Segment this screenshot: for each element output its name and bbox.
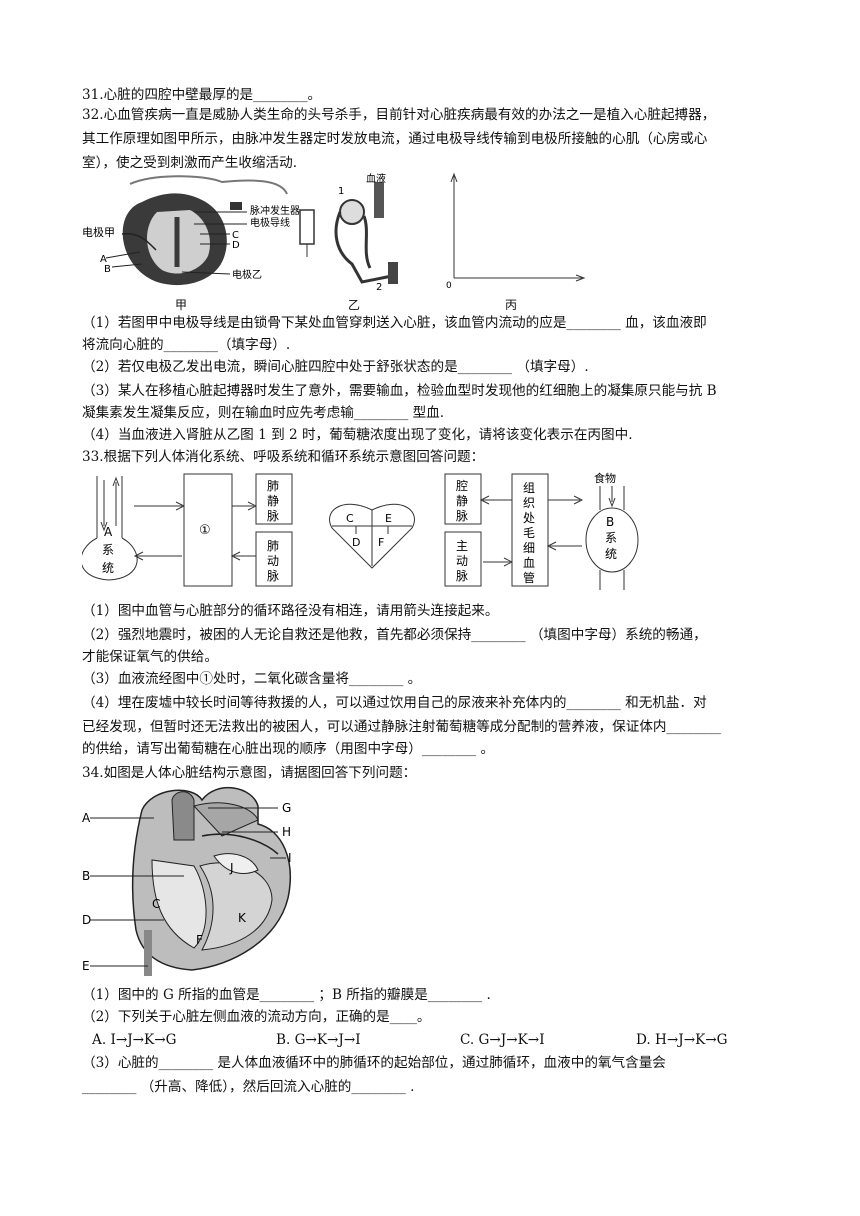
heart-label-G: G [282, 801, 291, 815]
figure-q34-heart: A B C D E F G H I J K [82, 786, 292, 976]
label-origin: 0 [446, 281, 452, 291]
q33-sub4-a: （4）埋在废墟中较长时间等待救援的人，可以通过饮用自己的尿液来补充体内的____… [82, 695, 707, 711]
figure-jia-heart-pacemaker: 电极甲 脉冲发生器 电极导线 C D A B 电极乙 [82, 175, 300, 286]
A-sys-char-3: 统 [102, 561, 114, 575]
food-label: 食物 [594, 471, 616, 485]
label-C: C [232, 230, 239, 241]
label-D: D [232, 240, 240, 251]
q34-sub3-b: ________ （升高、降低），然后回流入心脏的________ . [82, 1079, 415, 1095]
q34-sub3-a: （3）心脏的________ 是人体血液循环中的肺循环的起始部位，通过肺循环，血… [82, 1055, 666, 1071]
q32-sub2: （2）若仅电极乙发出电流，瞬间心脏四腔中处于舒张状态的是________ （填字… [82, 359, 589, 375]
q31-text: 31.心脏的四腔中壁最厚的是________。 [82, 87, 322, 103]
label-2: 2 [376, 282, 382, 293]
tissue-char-7: 管 [523, 570, 535, 585]
aorta-char-1: 主 [456, 539, 468, 553]
label-B: B [104, 264, 111, 275]
label-1: 1 [338, 186, 344, 197]
q32-sub1-b: 将流向心脏的________（填字母）. [82, 337, 291, 353]
q33-sub1: （1）图中血管与心脏部分的循环路径没有相连，请用箭头连接起来。 [82, 603, 499, 619]
heart-label-K: K [238, 911, 247, 925]
pulm-vein-char-3: 脉 [267, 508, 279, 523]
tissue-char-3: 处 [523, 511, 535, 525]
heart-label-D: D [82, 913, 91, 927]
q32-line-2: 其工作原理如图甲所示，由脉冲发生器定时发放电流，通过电极导线传输到电极所接触的心… [82, 131, 708, 147]
q33-sub3: （3）血液流经图中①处时，二氧化碳含量将________ 。 [82, 671, 422, 687]
heart-label-J: J [229, 861, 234, 875]
q34-option-a[interactable]: A. I→J→K→G [92, 1032, 177, 1048]
label-pulse-generator: 脉冲发生器 [250, 204, 300, 217]
pulm-artery-char-1: 肺 [267, 539, 279, 553]
vena-char-1: 腔 [456, 478, 468, 493]
q34-option-c[interactable]: C. G→J→K→I [460, 1032, 545, 1048]
label-electrode-yi: 电极乙 [232, 268, 262, 281]
caption-bing: 丙 [505, 298, 518, 312]
q32-line-3: 室），使之受到刺激而产生收缩活动. [82, 155, 298, 171]
heart-E: E [385, 512, 392, 525]
q34-sub2: （2）下列关于心脏左侧血液的流动方向，正确的是____。 [82, 1009, 431, 1025]
vena-char-2: 静 [456, 494, 468, 508]
label-A: A [100, 254, 107, 265]
heart-label-I: I [288, 851, 292, 865]
label-blood: 血液 [366, 172, 386, 185]
pulm-vein-char-1: 肺 [267, 479, 279, 493]
vena-char-3: 脉 [456, 508, 468, 523]
A-sys-char-1: A [104, 525, 113, 539]
q32-sub4: （4）当血液进入肾脏从乙图 1 到 2 时，葡萄糖浓度出现了变化，请将该变化表示… [82, 427, 633, 443]
aorta-char-2: 动 [456, 554, 468, 568]
tissue-char-6: 血 [523, 556, 535, 570]
label-electrode-jia: 电极甲 [82, 225, 115, 239]
pulm-vein-char-2: 静 [267, 494, 279, 508]
heart-label-B: B [82, 869, 90, 883]
A-sys-char-2: 系 [102, 543, 114, 557]
aorta-char-3: 脉 [456, 568, 468, 583]
caption-jia: 甲 [175, 298, 188, 312]
q32-sub1-a: （1）若图甲中电极导线是由锁骨下某处血管穿刺送入心脏，该血管内流动的应是____… [82, 315, 707, 331]
q34-sub1: （1）图中的 G 所指的血管是________ ；B 所指的瓣膜是_______… [82, 987, 491, 1003]
B-sys-char-2: 系 [605, 531, 617, 545]
pulm-artery-char-2: 动 [267, 554, 279, 568]
q33-sub2-b: 才能保证氧气的供给。 [82, 649, 218, 665]
q34-title: 34.如图是人体心脏结构示意图，请据图回答下列问题： [82, 765, 417, 781]
caption-yi: 乙 [348, 298, 361, 312]
figure-bing-axes: 0 [446, 172, 586, 291]
label-electrode-wire: 电极导线 [250, 216, 290, 229]
B-sys-char-3: 统 [605, 547, 617, 561]
q33-sub4-b: 已经发现，但暂时还无法救出的被困人，可以通过静脉注射葡萄糖等成分配制的营养液，保… [82, 719, 721, 735]
tissue-char-4: 毛 [523, 526, 535, 540]
q32-line-1: 32.心血管疾病一直是威胁人类生命的头号杀手，目前针对心脏疾病最有效的办法之一是… [82, 107, 716, 123]
q34-option-b[interactable]: B. G→K→J→I [276, 1032, 361, 1048]
heart-label-A: A [82, 811, 91, 825]
pulm-artery-char-3: 脉 [267, 568, 279, 583]
q34-option-d[interactable]: D. H→J→K→G [636, 1032, 728, 1048]
figure-q33-systems: A 系 统 ① 肺 静 脉 肺 动 脉 C E D F [82, 471, 639, 590]
heart-label-C: C [152, 897, 160, 911]
q33-sub2-a: （2）强烈地震时，被困的人无论自救还是他救，首先都必须保持________ （填… [82, 627, 707, 643]
tissue-char-2: 织 [523, 496, 535, 510]
q33-title: 33.根据下列人体消化系统、呼吸系统和循环系统示意图回答问题： [82, 449, 485, 465]
B-sys-char-1: B [606, 515, 614, 529]
heart-label-F: F [196, 933, 203, 947]
heart-C: C [346, 512, 354, 525]
heart-F: F [378, 536, 384, 549]
heart-label-H: H [282, 825, 291, 839]
tissue-char-5: 细 [523, 541, 535, 555]
figure-yi-nephron: 1 血液 2 [299, 172, 398, 293]
heart-label-E: E [82, 959, 90, 973]
tissue-char-1: 组 [523, 481, 535, 495]
heart-D: D [352, 536, 360, 549]
q33-sub4-c: 的供给，请写出葡萄糖在心脏出现的顺序（用图中字母）________ 。 [82, 741, 495, 757]
q32-sub3-a: （3）某人在移植心脏起搏器时发生了意外，需要输血，检验血型时发现他的红细胞上的凝… [82, 383, 717, 399]
q32-sub3-b: 凝集素发生凝集反应，则在输血时应先考虑输________ 型血. [82, 405, 445, 421]
circle-1: ① [199, 523, 211, 538]
